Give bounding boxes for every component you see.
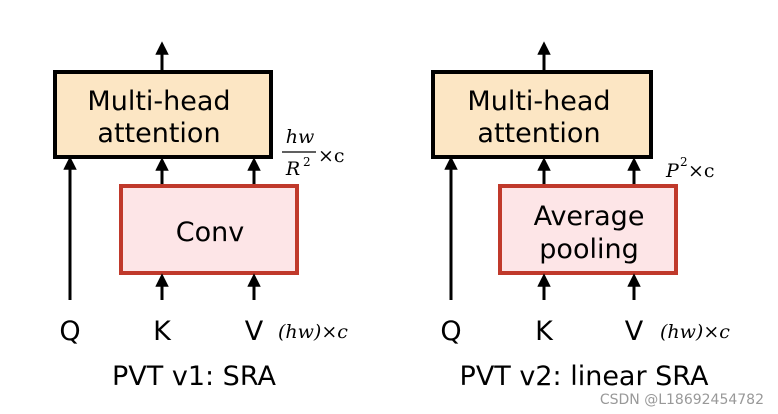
left-k-label: K [153, 316, 172, 347]
watermark: CSDN @L18692454782 [600, 392, 764, 408]
pvt-v2-diagram: Multi-head attention P 2 ×c Average pool… [431, 41, 730, 392]
left-reduced-dim-exponent: 2 [303, 155, 311, 169]
right-k-label: K [535, 316, 554, 347]
left-attention-label-line1: Multi-head [87, 86, 230, 117]
right-pooling-box [498, 184, 678, 275]
left-conv-box [119, 184, 299, 275]
left-reduced-dim-numerator: hw [286, 126, 315, 148]
left-attention-box [53, 70, 273, 159]
pvt-v1-diagram: Multi-head attention hw R 2 ×c Conv Q K … [53, 41, 348, 392]
right-attention-label-line1: Multi-head [467, 86, 610, 117]
left-input-dim: (hw)×c [278, 321, 348, 343]
right-q-label: Q [440, 316, 461, 347]
right-pooling-label-line2: pooling [539, 234, 638, 265]
left-v-label: V [245, 316, 264, 347]
left-q-label: Q [59, 316, 80, 347]
right-caption: PVT v2: linear SRA [460, 361, 709, 392]
left-attention-label-line2: attention [97, 118, 220, 149]
right-reduced-dim-exponent: 2 [680, 155, 688, 169]
right-reduced-dim-base: P [665, 160, 680, 182]
left-caption: PVT v1: SRA [112, 361, 276, 392]
left-conv-label: Conv [176, 217, 244, 248]
left-reduced-dim-denominator: R [285, 158, 300, 180]
right-input-dim: (hw)×c [660, 321, 730, 343]
left-reduced-dim-times: ×c [318, 145, 345, 167]
right-attention-box [431, 70, 653, 159]
right-attention-label-line2: attention [477, 118, 600, 149]
right-pooling-label-line1: Average [534, 201, 645, 232]
right-v-label: V [625, 316, 644, 347]
right-reduced-dim-times: ×c [688, 160, 715, 182]
